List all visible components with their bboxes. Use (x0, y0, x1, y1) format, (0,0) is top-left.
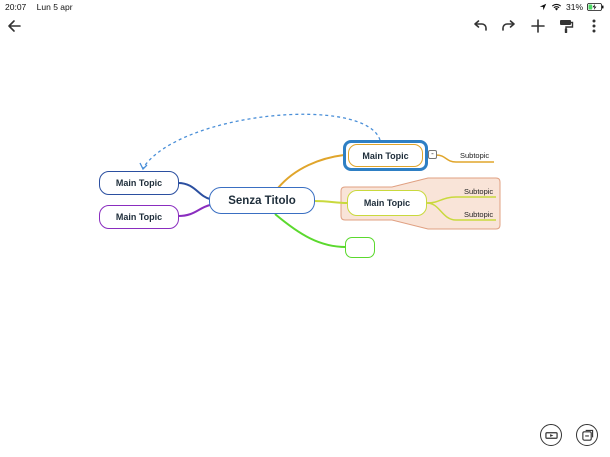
status-time: 20:07 (5, 2, 27, 12)
connector-topic-3 (277, 154, 345, 189)
main-topic-label: Main Topic (362, 150, 409, 161)
add-icon (531, 19, 545, 33)
connector-topic-5 (274, 213, 347, 248)
more-vertical-icon (592, 19, 596, 33)
connector-topic-2 (177, 204, 211, 217)
more-options-button[interactable] (584, 16, 604, 36)
main-topic-left-1[interactable]: Main Topic (99, 171, 179, 195)
battery-charging-icon (587, 3, 604, 11)
central-topic-label: Senza Titolo (228, 194, 296, 207)
main-topic-left-2[interactable]: Main Topic (99, 205, 179, 229)
collapse-toggle-button[interactable]: - (428, 150, 437, 159)
battery-percent: 31% (565, 2, 583, 12)
selection-outline (343, 140, 428, 171)
subtopic-1[interactable]: Subtopic (460, 151, 490, 160)
presentation-mode-icon (544, 431, 558, 439)
connector-subtopic-3 (426, 202, 496, 221)
redo-icon (502, 20, 515, 31)
undo-icon (474, 20, 487, 31)
main-topic-right-empty[interactable] (345, 237, 375, 258)
location-arrow-icon (539, 3, 547, 11)
main-topic-label: Main Topic (115, 212, 163, 222)
back-arrow-icon (8, 20, 21, 32)
collapse-symbol: - (431, 149, 434, 158)
main-topic-right-boundary[interactable]: Main Topic (347, 190, 427, 216)
main-topic-label: Main Topic (363, 198, 411, 208)
relationship-line[interactable] (142, 113, 381, 169)
subtopic-3[interactable]: Subtopic (464, 210, 494, 219)
connector-subtopic-1 (435, 154, 494, 163)
main-topic-label: Main Topic (115, 178, 163, 188)
main-topic-right-selected[interactable]: Main Topic (348, 144, 423, 167)
format-paint-icon (560, 20, 574, 33)
status-left: 20:07 Lun 5 apr (5, 2, 81, 12)
status-right: 31% (539, 2, 604, 12)
status-bar: 20:07 Lun 5 apr 31% (0, 0, 610, 14)
add-button[interactable] (528, 16, 548, 36)
subtopic-2[interactable]: Subtopic (464, 187, 494, 196)
export-button[interactable] (576, 424, 598, 446)
back-button[interactable] (4, 16, 24, 36)
connector-topic-4 (313, 200, 348, 204)
relationship-arrowhead (139, 162, 148, 171)
wifi-icon (551, 3, 562, 11)
central-topic[interactable]: Senza Titolo (209, 187, 315, 214)
export-icon (581, 429, 593, 441)
presentation-mode-button[interactable] (540, 424, 562, 446)
status-date: Lun 5 apr (36, 2, 73, 12)
undo-button[interactable] (470, 16, 490, 36)
format-paint-button[interactable] (556, 16, 576, 36)
connector-topic-1 (177, 182, 211, 200)
redo-button[interactable] (499, 16, 519, 36)
